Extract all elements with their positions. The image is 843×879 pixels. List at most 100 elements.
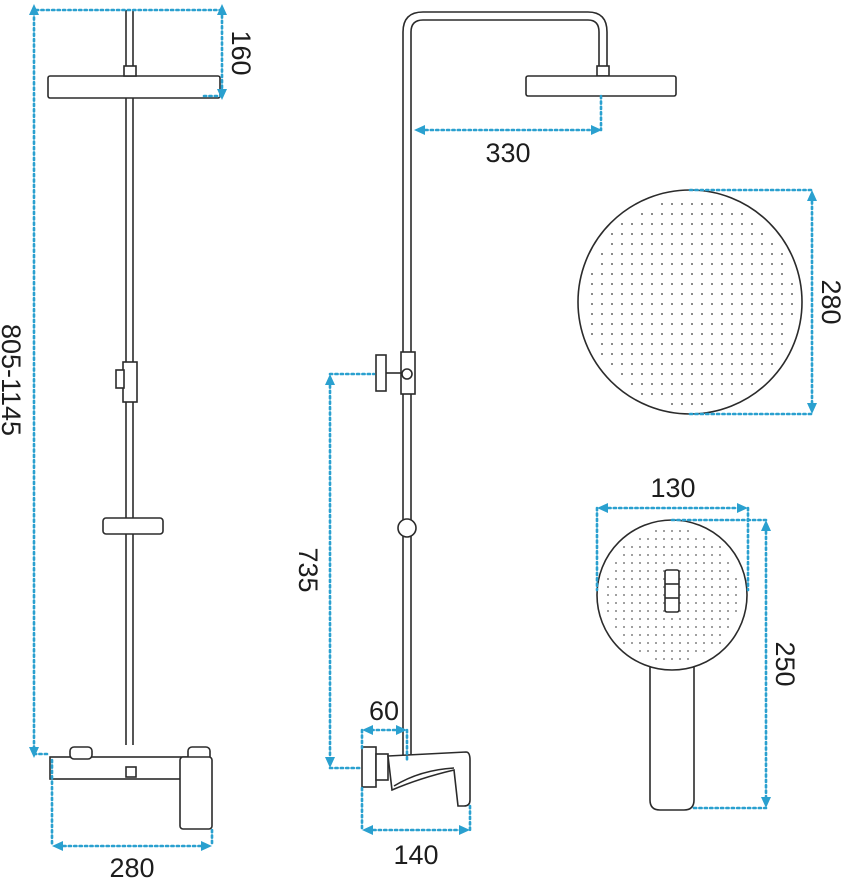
nozzle-dot: [781, 253, 783, 255]
nozzle-dot: [661, 223, 663, 225]
nozzle-dot: [679, 530, 681, 532]
nozzle-dot: [703, 546, 705, 548]
nozzle-dot: [691, 383, 693, 385]
nozzle-dot: [691, 203, 693, 205]
nozzle-dot: [663, 634, 665, 636]
nozzle-dot: [671, 343, 673, 345]
nozzle-dot: [651, 223, 653, 225]
nozzle-dot: [681, 403, 683, 405]
nozzle-dot: [781, 333, 783, 335]
nozzle-dot: [611, 243, 613, 245]
nozzle-dot: [611, 263, 613, 265]
nozzle-dot: [663, 610, 665, 612]
nozzle-dot: [641, 353, 643, 355]
hand-nozzles: [607, 530, 737, 660]
nozzle-dot: [735, 586, 737, 588]
nozzle-dot: [631, 323, 633, 325]
nozzle-dot: [695, 626, 697, 628]
nozzle-dot: [721, 343, 723, 345]
nozzle-dot: [591, 333, 593, 335]
label-hand-width: 130: [650, 473, 695, 503]
nozzle-dot: [621, 363, 623, 365]
nozzle-dot: [791, 283, 793, 285]
nozzle-dot: [695, 562, 697, 564]
nozzle-dot: [691, 363, 693, 365]
nozzle-dot: [591, 283, 593, 285]
nozzle-dot: [741, 343, 743, 345]
nozzle-dot: [687, 586, 689, 588]
nozzle-dot: [631, 610, 633, 612]
nozzle-dot: [661, 333, 663, 335]
nozzle-dot: [611, 273, 613, 275]
nozzle-dot: [601, 313, 603, 315]
nozzle-dot: [615, 602, 617, 604]
nozzle-dot: [631, 642, 633, 644]
nozzle-dot: [621, 333, 623, 335]
nozzle-dot: [719, 546, 721, 548]
overhead-head-face: 280: [577, 188, 843, 416]
nozzle-dot: [639, 546, 641, 548]
nozzle-dot: [631, 353, 633, 355]
nozzle-dot: [781, 293, 783, 295]
nozzle-dot: [731, 383, 733, 385]
nozzle-dot: [671, 253, 673, 255]
nozzle-dot: [611, 333, 613, 335]
nozzle-dot: [655, 530, 657, 532]
nozzle-dot: [671, 634, 673, 636]
nozzle-dot: [661, 263, 663, 265]
nozzle-dot: [631, 383, 633, 385]
nozzle-dot: [687, 618, 689, 620]
nozzle-dot: [631, 243, 633, 245]
nozzle-dot: [639, 602, 641, 604]
nozzle-dot: [751, 313, 753, 315]
nozzle-dot: [615, 586, 617, 588]
hand-shower-handle: [649, 660, 695, 811]
label-base-width: 280: [109, 853, 154, 879]
nozzle-dot: [647, 586, 649, 588]
nozzle-dot: [651, 343, 653, 345]
nozzle-dot: [751, 323, 753, 325]
nozzle-dot: [671, 263, 673, 265]
nozzle-dot: [647, 610, 649, 612]
nozzle-dot: [703, 554, 705, 556]
nozzle-dot: [727, 586, 729, 588]
nozzle-dot: [721, 323, 723, 325]
nozzle-dot: [735, 610, 737, 612]
nozzle-dot: [741, 313, 743, 315]
nozzle-dot: [651, 393, 653, 395]
nozzle-dot: [771, 353, 773, 355]
nozzle-dot: [601, 283, 603, 285]
nozzle-dot: [691, 373, 693, 375]
nozzle-dot: [655, 562, 657, 564]
nozzle-dot: [641, 213, 643, 215]
nozzle-dot: [639, 554, 641, 556]
nozzle-dot: [703, 562, 705, 564]
nozzle-dot: [711, 562, 713, 564]
nozzle-dot: [655, 546, 657, 548]
nozzle-dot: [691, 243, 693, 245]
nozzle-dot: [711, 353, 713, 355]
nozzle-dot: [655, 602, 657, 604]
nozzle-dot: [661, 353, 663, 355]
nozzle-dot: [761, 263, 763, 265]
nozzle-dot: [641, 273, 643, 275]
nozzle-dot: [671, 658, 673, 660]
nozzle-dot: [687, 626, 689, 628]
nozzle-dot: [671, 626, 673, 628]
dimension-base-width: 280: [50, 758, 214, 879]
nozzle-dot: [701, 263, 703, 265]
nozzle-dot: [621, 243, 623, 245]
nozzle-dot: [771, 293, 773, 295]
nozzle-dot: [655, 650, 657, 652]
nozzle-dot: [691, 233, 693, 235]
nozzle-dot: [681, 393, 683, 395]
nozzle-dot: [623, 594, 625, 596]
nozzle-dot: [671, 363, 673, 365]
nozzle-dot: [631, 363, 633, 365]
nozzle-dot: [639, 634, 641, 636]
nozzle-dot: [711, 323, 713, 325]
nozzle-dot: [711, 578, 713, 580]
nozzle-dot: [651, 213, 653, 215]
nozzle-dot: [671, 373, 673, 375]
nozzle-dot: [623, 586, 625, 588]
